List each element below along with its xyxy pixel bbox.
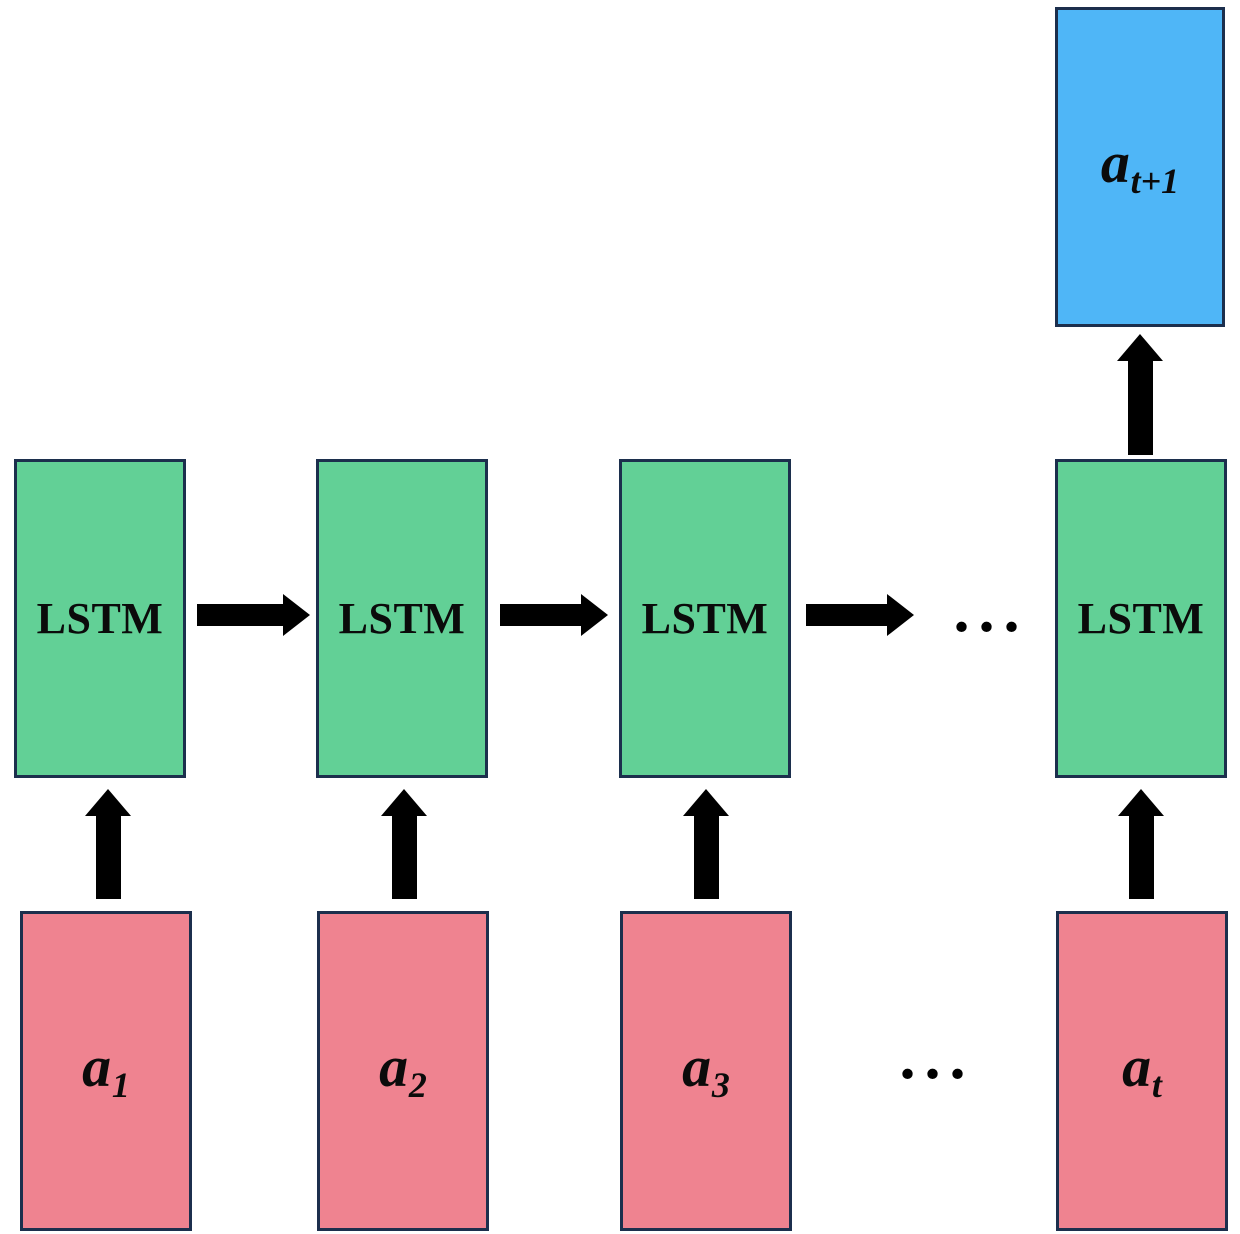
- arrow-head-icon: [381, 789, 427, 816]
- arrow-shaft: [1128, 816, 1154, 899]
- arrow-right-lstm1-to-lstm2: [197, 594, 310, 636]
- lstm-box-1: LSTM: [14, 459, 186, 778]
- input-box-2: a2: [317, 911, 489, 1231]
- output-label-base: a: [1100, 130, 1130, 196]
- input-label-1-subscript: 1: [111, 1064, 130, 1105]
- input-label-2-subscript: 2: [408, 1064, 427, 1105]
- input-box-4: at: [1056, 911, 1228, 1231]
- arrow-up-lstm4-to-output: [1117, 334, 1163, 455]
- arrow-up-input4-to-lstm4: [1118, 789, 1164, 899]
- input-row-ellipsis: ...: [891, 1009, 983, 1089]
- output-box: at+1: [1055, 7, 1225, 327]
- ellipsis-text: ...: [953, 574, 1029, 645]
- ellipsis-text: ...: [899, 1021, 975, 1092]
- input-label-1-base: a: [82, 1034, 112, 1100]
- output-label-subscript: t+1: [1130, 160, 1180, 201]
- input-box-1: a1: [20, 911, 192, 1231]
- arrow-shaft: [500, 604, 581, 626]
- arrow-head-icon: [887, 594, 914, 636]
- output-label: at+1: [1101, 134, 1179, 199]
- lstm-box-4: LSTM: [1055, 459, 1227, 778]
- input-label-4-subscript: t: [1151, 1064, 1162, 1105]
- lstm-label-3: LSTM: [641, 594, 769, 643]
- input-label-3-subscript: 3: [711, 1064, 730, 1105]
- arrow-shaft: [95, 816, 121, 899]
- arrow-shaft: [806, 604, 887, 626]
- arrow-head-icon: [85, 789, 131, 816]
- input-label-4: at: [1122, 1038, 1162, 1103]
- input-label-3: a3: [682, 1038, 730, 1103]
- arrow-head-icon: [581, 594, 608, 636]
- arrow-shaft: [1127, 361, 1153, 455]
- arrow-shaft: [391, 816, 417, 899]
- arrow-head-icon: [1118, 789, 1164, 816]
- arrow-up-input1-to-lstm1: [85, 789, 131, 899]
- input-label-1: a1: [82, 1038, 130, 1103]
- input-label-2: a2: [379, 1038, 427, 1103]
- arrow-up-input2-to-lstm2: [381, 789, 427, 899]
- arrow-head-icon: [683, 789, 729, 816]
- lstm-box-3: LSTM: [619, 459, 791, 778]
- lstm-label-1: LSTM: [36, 594, 164, 643]
- lstm-label-4: LSTM: [1077, 594, 1205, 643]
- lstm-label-2: LSTM: [338, 594, 466, 643]
- lstm-box-2: LSTM: [316, 459, 488, 778]
- arrow-shaft: [197, 604, 283, 626]
- input-label-3-base: a: [682, 1034, 712, 1100]
- arrow-right-lstm2-to-lstm3: [500, 594, 608, 636]
- arrow-head-icon: [283, 594, 310, 636]
- hidden-state-ellipsis: ...: [945, 562, 1037, 642]
- arrow-up-input3-to-lstm3: [683, 789, 729, 899]
- arrow-shaft: [693, 816, 719, 899]
- input-label-2-base: a: [379, 1034, 409, 1100]
- arrow-right-lstm3-to-ellipsis: [806, 594, 914, 636]
- input-label-4-base: a: [1122, 1034, 1152, 1100]
- input-box-3: a3: [620, 911, 792, 1231]
- arrow-head-icon: [1117, 334, 1163, 361]
